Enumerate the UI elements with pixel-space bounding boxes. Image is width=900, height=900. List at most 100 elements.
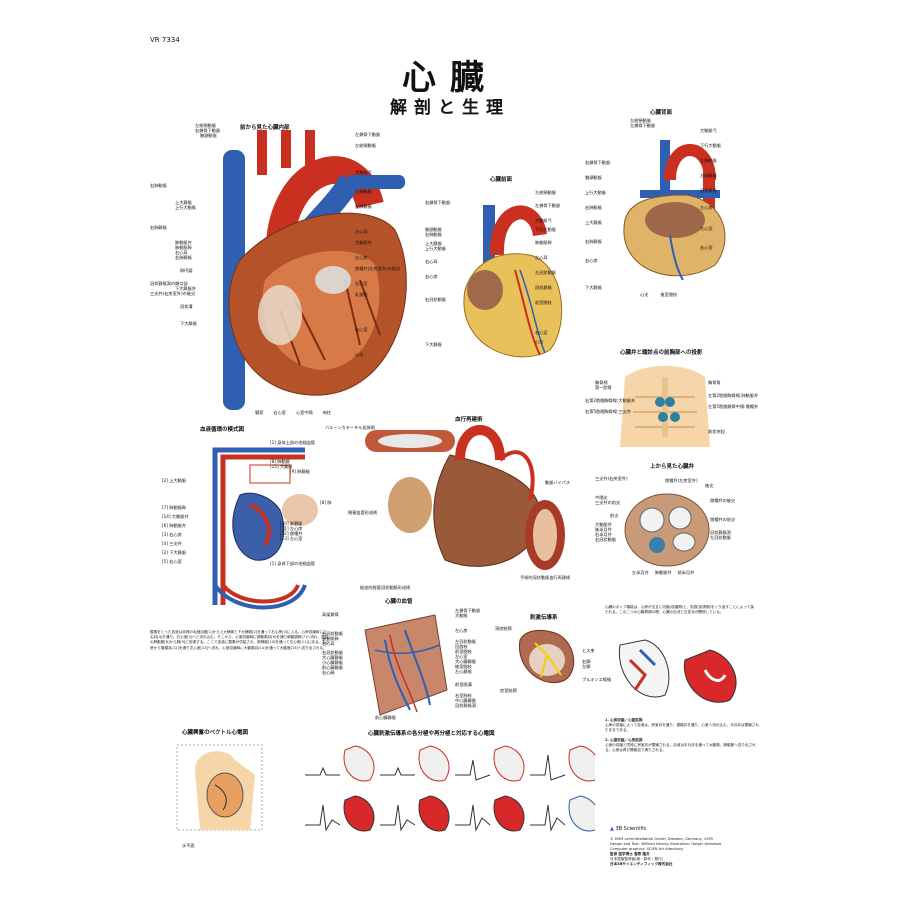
ecg-trace	[380, 804, 416, 832]
pulmonary-vessel	[640, 190, 720, 198]
label: 左総頸動脈	[195, 123, 216, 128]
artery-branch	[281, 130, 291, 168]
label: 大動脈弓	[700, 128, 717, 133]
label: 僧帽弁の後尖	[710, 498, 736, 503]
label: 左心室	[700, 226, 713, 231]
label: 右心耳	[425, 259, 438, 264]
ecg-trace	[305, 766, 340, 776]
ecg-cell	[455, 745, 525, 782]
label: 左冠状動脈	[535, 270, 556, 275]
page-title: 心臓	[402, 58, 498, 98]
heart-mini	[343, 795, 375, 832]
circulation-labels-left: [2] 上大動脈 [7] 肺動脈幹 [14] 大動脈弁 [6] 肺動脈弁 [3]…	[162, 478, 189, 564]
label: 前室間溝	[455, 682, 472, 687]
ecg-trace	[380, 766, 415, 776]
ecg-trace	[305, 804, 341, 832]
label: 大動脈弁	[355, 240, 372, 245]
label: 右心室	[700, 245, 713, 250]
label: 右冠状動脈	[595, 537, 616, 542]
label: 前半月弁	[677, 570, 695, 575]
valves-labels-bottom: 左半月弁 肺動脈弁 前半月弁	[632, 570, 694, 575]
label: 上行大動脈	[585, 190, 606, 195]
label: 左心室	[355, 281, 368, 286]
coronary-sinus	[649, 537, 665, 553]
aortic-point	[655, 397, 665, 407]
arterial-loop	[220, 454, 305, 605]
heart-mini	[418, 795, 450, 832]
credits: © DHM Lehrmittelfabrik GmbH, Dresden, Ge…	[610, 837, 721, 867]
label: 大心臓静脈	[455, 659, 476, 664]
ecg-trace	[530, 754, 566, 781]
label: 前室間枝	[455, 649, 472, 654]
main-heart-illustration	[223, 130, 407, 410]
valves-labels-right: 僧帽弁(左房室弁) 後尖 僧帽弁の後尖 僧帽弁の前尖 冠状静脈洞 左冠状動脈	[665, 478, 735, 540]
horizontal-plane-label: 水平面	[182, 843, 195, 848]
phase2-title: 2. 心室収縮／心房拡張	[605, 737, 643, 742]
label: 左冠状動脈	[455, 639, 476, 644]
logo-text: 3B Scientific	[615, 826, 647, 832]
label: 左脚	[582, 664, 591, 669]
label: 下大静脈	[180, 321, 197, 326]
ecg-cell	[530, 795, 595, 832]
credit-line: 監修 医学博士 香原 隆夫	[610, 852, 650, 856]
phase-descriptions: 1. 心房収縮／心室拡張 心房の収縮によって血液は、房室弁を通り、僧帽弁を通り、…	[605, 718, 760, 753]
pulmonary-valve	[668, 506, 692, 530]
label: 上行大動脈	[425, 246, 446, 251]
sternum	[662, 377, 668, 437]
product-code: VR 7334	[150, 36, 180, 44]
tricuspid-point	[658, 412, 668, 422]
vessel-cut-left	[388, 477, 432, 533]
label: 左心静脈	[455, 669, 472, 674]
label: 右心房	[425, 274, 438, 279]
label: 剣状突起	[708, 429, 725, 434]
bypass-graft	[498, 450, 535, 501]
label: [11] 左心房	[280, 526, 303, 531]
label: 第一肋骨	[595, 385, 612, 390]
label: [2] 上大動脈	[162, 478, 187, 483]
main-labels-bottom: 腱索 右心室 心室中隔 肉柱	[255, 410, 331, 415]
front-heart-illustration	[463, 205, 563, 358]
right-atrium	[467, 270, 503, 310]
coronary-vein	[404, 629, 431, 706]
label: [10] 肺静脈	[280, 521, 303, 526]
label: 肺動脈幹	[322, 636, 339, 641]
heart-diastole	[618, 639, 670, 698]
coronary-labels-right: 左鎖骨下動脈 大動脈 左心房 左冠状動脈 回旋枝 前室間枝 左心室 大心臓静脈 …	[455, 608, 480, 708]
label: 上行大動脈	[175, 205, 196, 210]
ecg-trace	[455, 804, 491, 832]
label: [4] 三尖弁	[162, 541, 182, 546]
pump-illustration	[618, 639, 737, 703]
pump-description: 心臓のポンプ機能は、心房が交互に収縮(収縮期)と、拡張(拡張期)をくり返すことに…	[605, 605, 754, 615]
label: 左第5肋間鎖骨中線:僧帽弁	[708, 404, 759, 409]
valves-labels-left: 三尖弁(右房室弁) 中隔尖 三尖弁の前尖 前尖 大動脈弁 後半月弁 右半月弁 右…	[595, 476, 628, 542]
coronary-vein	[519, 269, 546, 354]
label: 後室間枝	[660, 292, 678, 297]
heart-mini	[418, 745, 450, 782]
label: 卵円窩	[180, 268, 193, 273]
aortic-arch	[664, 144, 716, 181]
ecg-trace	[530, 804, 566, 832]
label: 右室肺枝	[455, 693, 472, 698]
label: 右鎖骨下動脈	[195, 128, 221, 133]
vector-ecg-illustration	[176, 744, 263, 831]
section-title-anterior: 前から見た心臓内部	[240, 125, 290, 131]
label: 右心室	[273, 410, 286, 415]
label: 左鎖骨下動脈	[355, 132, 381, 137]
systole-inner	[703, 669, 727, 682]
ecg-cell	[305, 745, 375, 782]
label: 下行大動脈	[700, 143, 721, 148]
label: 左心房	[455, 628, 468, 633]
coronary-vein	[384, 639, 411, 711]
credit-line: 日本3Bサイエンティフィック株式会社	[610, 862, 673, 866]
label: 腕頭動脈	[585, 175, 602, 180]
label: 右冠状動脈	[322, 631, 343, 636]
posterior-labels-left: 右鎖骨下動脈 腕頭動脈 上行大動脈 右肺動脈 上大静脈 右肺静脈 右心房 下大静…	[585, 160, 610, 290]
label: 冠状静脈洞	[455, 703, 476, 708]
projection-labels-left: 胸骨柄 第一肋骨 右第2肋間胸骨線:大動脈弁 右第5肋間胸骨線:三尖弁	[585, 380, 635, 414]
label: [13] 左心室	[280, 536, 303, 541]
label: 右鎖骨下動脈	[585, 160, 611, 165]
label: 左半月弁	[632, 570, 649, 575]
label: 高架鎖骨	[322, 612, 339, 617]
capillary-bed-upper	[249, 464, 291, 484]
label: [8] 肺	[320, 500, 332, 505]
